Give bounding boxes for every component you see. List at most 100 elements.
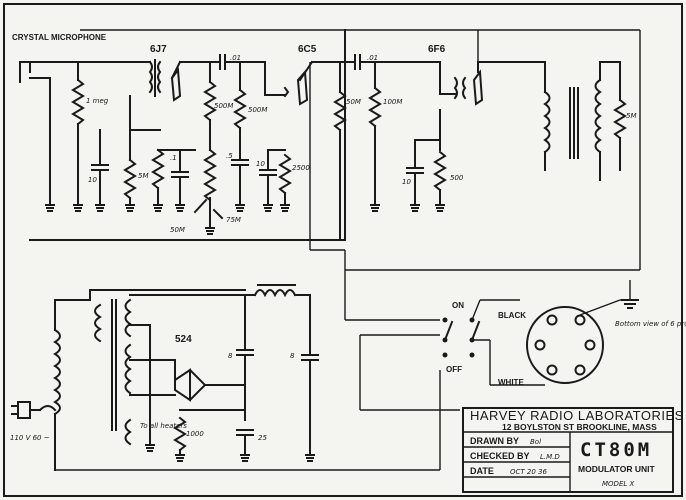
power-transformer-hv-icon bbox=[94, 303, 102, 343]
component-label: 500 bbox=[450, 174, 464, 182]
schematic-line bbox=[153, 204, 163, 212]
six-prong-plug-icon bbox=[526, 306, 604, 384]
schematic-line bbox=[157, 60, 162, 94]
schematic-line bbox=[534, 339, 546, 351]
schematic-line bbox=[584, 339, 596, 351]
schematic-line bbox=[124, 343, 132, 395]
component-label: 8 bbox=[228, 352, 233, 360]
component-label: 8 bbox=[290, 352, 295, 360]
tube-524-label: 524 bbox=[175, 334, 192, 345]
component-label: 50M bbox=[170, 226, 185, 234]
component-label: To all heaters bbox=[140, 422, 187, 430]
schematic-line bbox=[370, 204, 380, 212]
component-label: 10 bbox=[88, 176, 97, 184]
component-label: OCT 20 36 bbox=[510, 468, 547, 476]
schematic-line bbox=[175, 454, 185, 462]
component-label: ON bbox=[452, 301, 464, 310]
resistor-500m-a bbox=[203, 80, 217, 122]
component-label: 100M bbox=[383, 98, 402, 106]
component-label: Bol bbox=[530, 438, 541, 446]
resistor-cathode bbox=[151, 148, 165, 190]
resistor-1000 bbox=[173, 416, 187, 452]
schematic-line bbox=[579, 299, 621, 316]
resistor-500m-b bbox=[233, 88, 247, 130]
filter-choke-icon bbox=[253, 289, 297, 298]
drawing-border bbox=[3, 3, 683, 497]
schematic-line bbox=[280, 204, 290, 212]
ground-symbol-icon bbox=[621, 299, 639, 309]
schematic-line bbox=[305, 454, 315, 462]
component-label: 10 bbox=[256, 160, 265, 168]
component-label: 500M bbox=[214, 102, 233, 110]
heater-winding-icon bbox=[124, 418, 132, 446]
schematic-line bbox=[175, 204, 185, 212]
component-label: 110 V 60 ~ bbox=[10, 434, 50, 442]
component-label: OFF bbox=[446, 365, 462, 374]
tube-6c5-grid-icon bbox=[283, 86, 290, 98]
component-label: .01 bbox=[367, 54, 378, 62]
component-label: 500M bbox=[248, 106, 267, 114]
potentiometer-50m bbox=[203, 148, 217, 202]
tube-6j7-label: 6J7 bbox=[150, 44, 167, 55]
tube-6f6-plate-icon bbox=[472, 69, 484, 106]
component-label: .5 bbox=[226, 152, 233, 160]
schematic-line bbox=[263, 204, 273, 212]
component-label: 5M bbox=[626, 112, 637, 120]
schematic-line bbox=[235, 204, 245, 212]
input-label: CRYSTAL MICROPHONE bbox=[12, 33, 107, 42]
resistor-1meg bbox=[71, 78, 85, 126]
component-label: Bottom view of 6 prong plug bbox=[615, 320, 686, 328]
power-transformer-primary-icon bbox=[53, 328, 61, 416]
rectifier-524-icon bbox=[188, 368, 207, 402]
component-label: 1000 bbox=[186, 430, 204, 438]
component-label: 25 bbox=[258, 434, 267, 442]
component-label: 2500 bbox=[292, 164, 310, 172]
resistor-5m bbox=[123, 158, 137, 200]
schematic-line bbox=[205, 227, 215, 235]
tube-6j7-grid-icon bbox=[148, 60, 153, 94]
schematic-line bbox=[38, 405, 57, 412]
tube-6f6-grid-icon bbox=[453, 76, 458, 100]
switch-contact bbox=[442, 317, 448, 323]
schematic-line bbox=[471, 299, 481, 321]
power-switch-a-icon bbox=[443, 320, 454, 342]
schematic-line bbox=[95, 204, 105, 212]
tube-6f6-label: 6F6 bbox=[428, 44, 446, 55]
schematic-line bbox=[212, 208, 224, 220]
ground-symbol-icon bbox=[73, 204, 83, 212]
component-label: .1 bbox=[170, 154, 177, 162]
component-label: WHITE bbox=[498, 378, 524, 387]
schematic-line bbox=[174, 368, 191, 402]
tube-6j7-plate-icon bbox=[170, 67, 182, 102]
component-label: CHECKED BY bbox=[470, 451, 530, 461]
model-number: CT80M bbox=[580, 439, 652, 461]
schematic-line bbox=[546, 314, 558, 326]
component-label: DATE bbox=[470, 466, 494, 476]
resistor-50m bbox=[333, 90, 347, 132]
schematic-line bbox=[170, 60, 182, 80]
component-label: 5M bbox=[138, 172, 149, 180]
ground-symbol-icon bbox=[45, 204, 55, 212]
schematic-line bbox=[240, 454, 250, 462]
power-switch-b-icon bbox=[470, 320, 481, 342]
component-label: 1 meg bbox=[86, 97, 109, 105]
company-name: HARVEY RADIO LABORATORIES bbox=[470, 408, 684, 423]
resistor-2500 bbox=[278, 153, 292, 195]
schematic-line bbox=[462, 76, 467, 100]
unit-name: MODULATOR UNIT bbox=[578, 464, 655, 474]
schematic-line bbox=[546, 364, 558, 376]
component-label: 75M bbox=[226, 216, 241, 224]
title-block bbox=[462, 407, 674, 493]
schematic-line bbox=[125, 204, 135, 212]
resistor-5m-b bbox=[613, 98, 627, 140]
schematic-line bbox=[469, 352, 475, 358]
company-address: 12 BOYLSTON ST BROOKLINE, MASS bbox=[502, 422, 657, 432]
model-variant: MODEL X bbox=[602, 480, 634, 488]
ac-plug-icon bbox=[17, 401, 31, 419]
schematic-line bbox=[124, 298, 132, 338]
schematic-line bbox=[435, 204, 445, 212]
resistor-500 bbox=[433, 150, 447, 192]
component-label: .01 bbox=[230, 54, 241, 62]
